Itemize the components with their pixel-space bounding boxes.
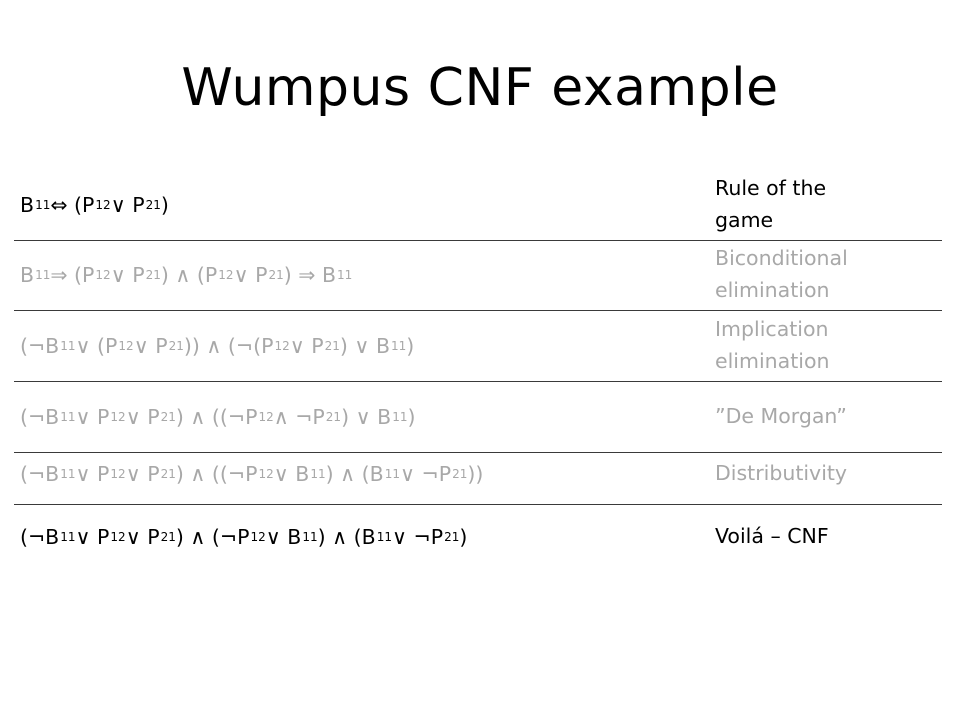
step-note: ”De Morgan” <box>715 404 847 429</box>
step-note: Biconditional elimination <box>715 246 848 302</box>
step-note: Voilá – CNF <box>715 524 829 549</box>
step-note: Implication elimination <box>715 317 830 373</box>
slide-title: Wumpus CNF example <box>181 58 779 118</box>
step-note: Rule of the game <box>715 176 827 232</box>
step-note: Distributivity <box>715 460 848 485</box>
